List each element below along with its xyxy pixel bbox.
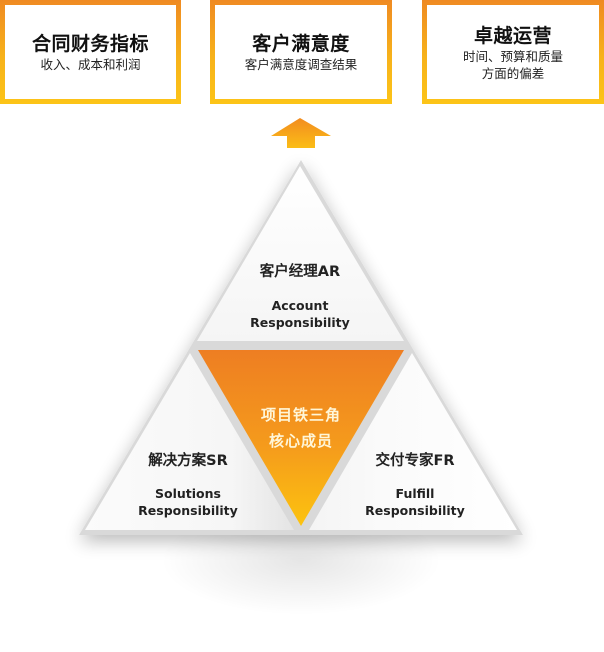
solutions-en-line1: Solutions [155,486,221,501]
fulfill-cn-label: 交付专家FR [375,453,455,469]
operational-excellence-subtitle-line1: 时间、预算和质量 [462,49,563,64]
account-responsibility-triangle [197,166,404,341]
financial-metrics-box: 合同财务指标 收入、成本和利润 [0,0,181,104]
solutions-label: 解决方案SR Solutions Responsibility [88,451,288,519]
financial-metrics-box-inner: 合同财务指标 收入、成本和利润 [5,5,176,99]
fulfill-en-line1: Fulfill [395,486,435,501]
account-en-line2: Responsibility [250,315,350,330]
core-members-triangle [198,350,404,526]
account-cn-label: 客户经理AR [259,264,341,280]
operational-excellence-box-inner: 卓越运营 时间、预算和质量 方面的偏差 [427,5,599,99]
core-members-label: 项目铁三角 核心成员 [221,402,381,454]
customer-satisfaction-subtitle: 客户满意度调查结果 [244,56,358,72]
customer-satisfaction-box-inner: 客户满意度 客户满意度调查结果 [215,5,387,99]
fulfill-responsibility-triangle [309,353,517,530]
account-label: 客户经理AR Account Responsibility [200,262,400,331]
operational-excellence-title: 卓越运营 [473,25,552,47]
operational-excellence-box: 卓越运营 时间、预算和质量 方面的偏差 [422,0,604,104]
financial-metrics-title: 合同财务指标 [31,32,149,55]
customer-satisfaction-box: 客户满意度 客户满意度调查结果 [210,0,392,104]
up-arrow-icon [271,118,331,148]
customer-satisfaction-title: 客户满意度 [252,32,350,55]
core-members-line1: 项目铁三角 [260,406,341,424]
solutions-responsibility-triangle [85,353,294,530]
financial-metrics-subtitle: 收入、成本和利润 [40,56,141,72]
core-members-line2: 核心成员 [268,432,333,450]
account-en-line1: Account [271,298,329,313]
fulfill-en-line2: Responsibility [365,503,465,518]
solutions-en-line2: Responsibility [138,503,238,518]
fulfill-label: 交付专家FR Fulfill Responsibility [315,451,515,519]
solutions-cn-label: 解决方案SR [148,453,228,469]
operational-excellence-subtitle-line2: 方面的偏差 [481,66,545,81]
